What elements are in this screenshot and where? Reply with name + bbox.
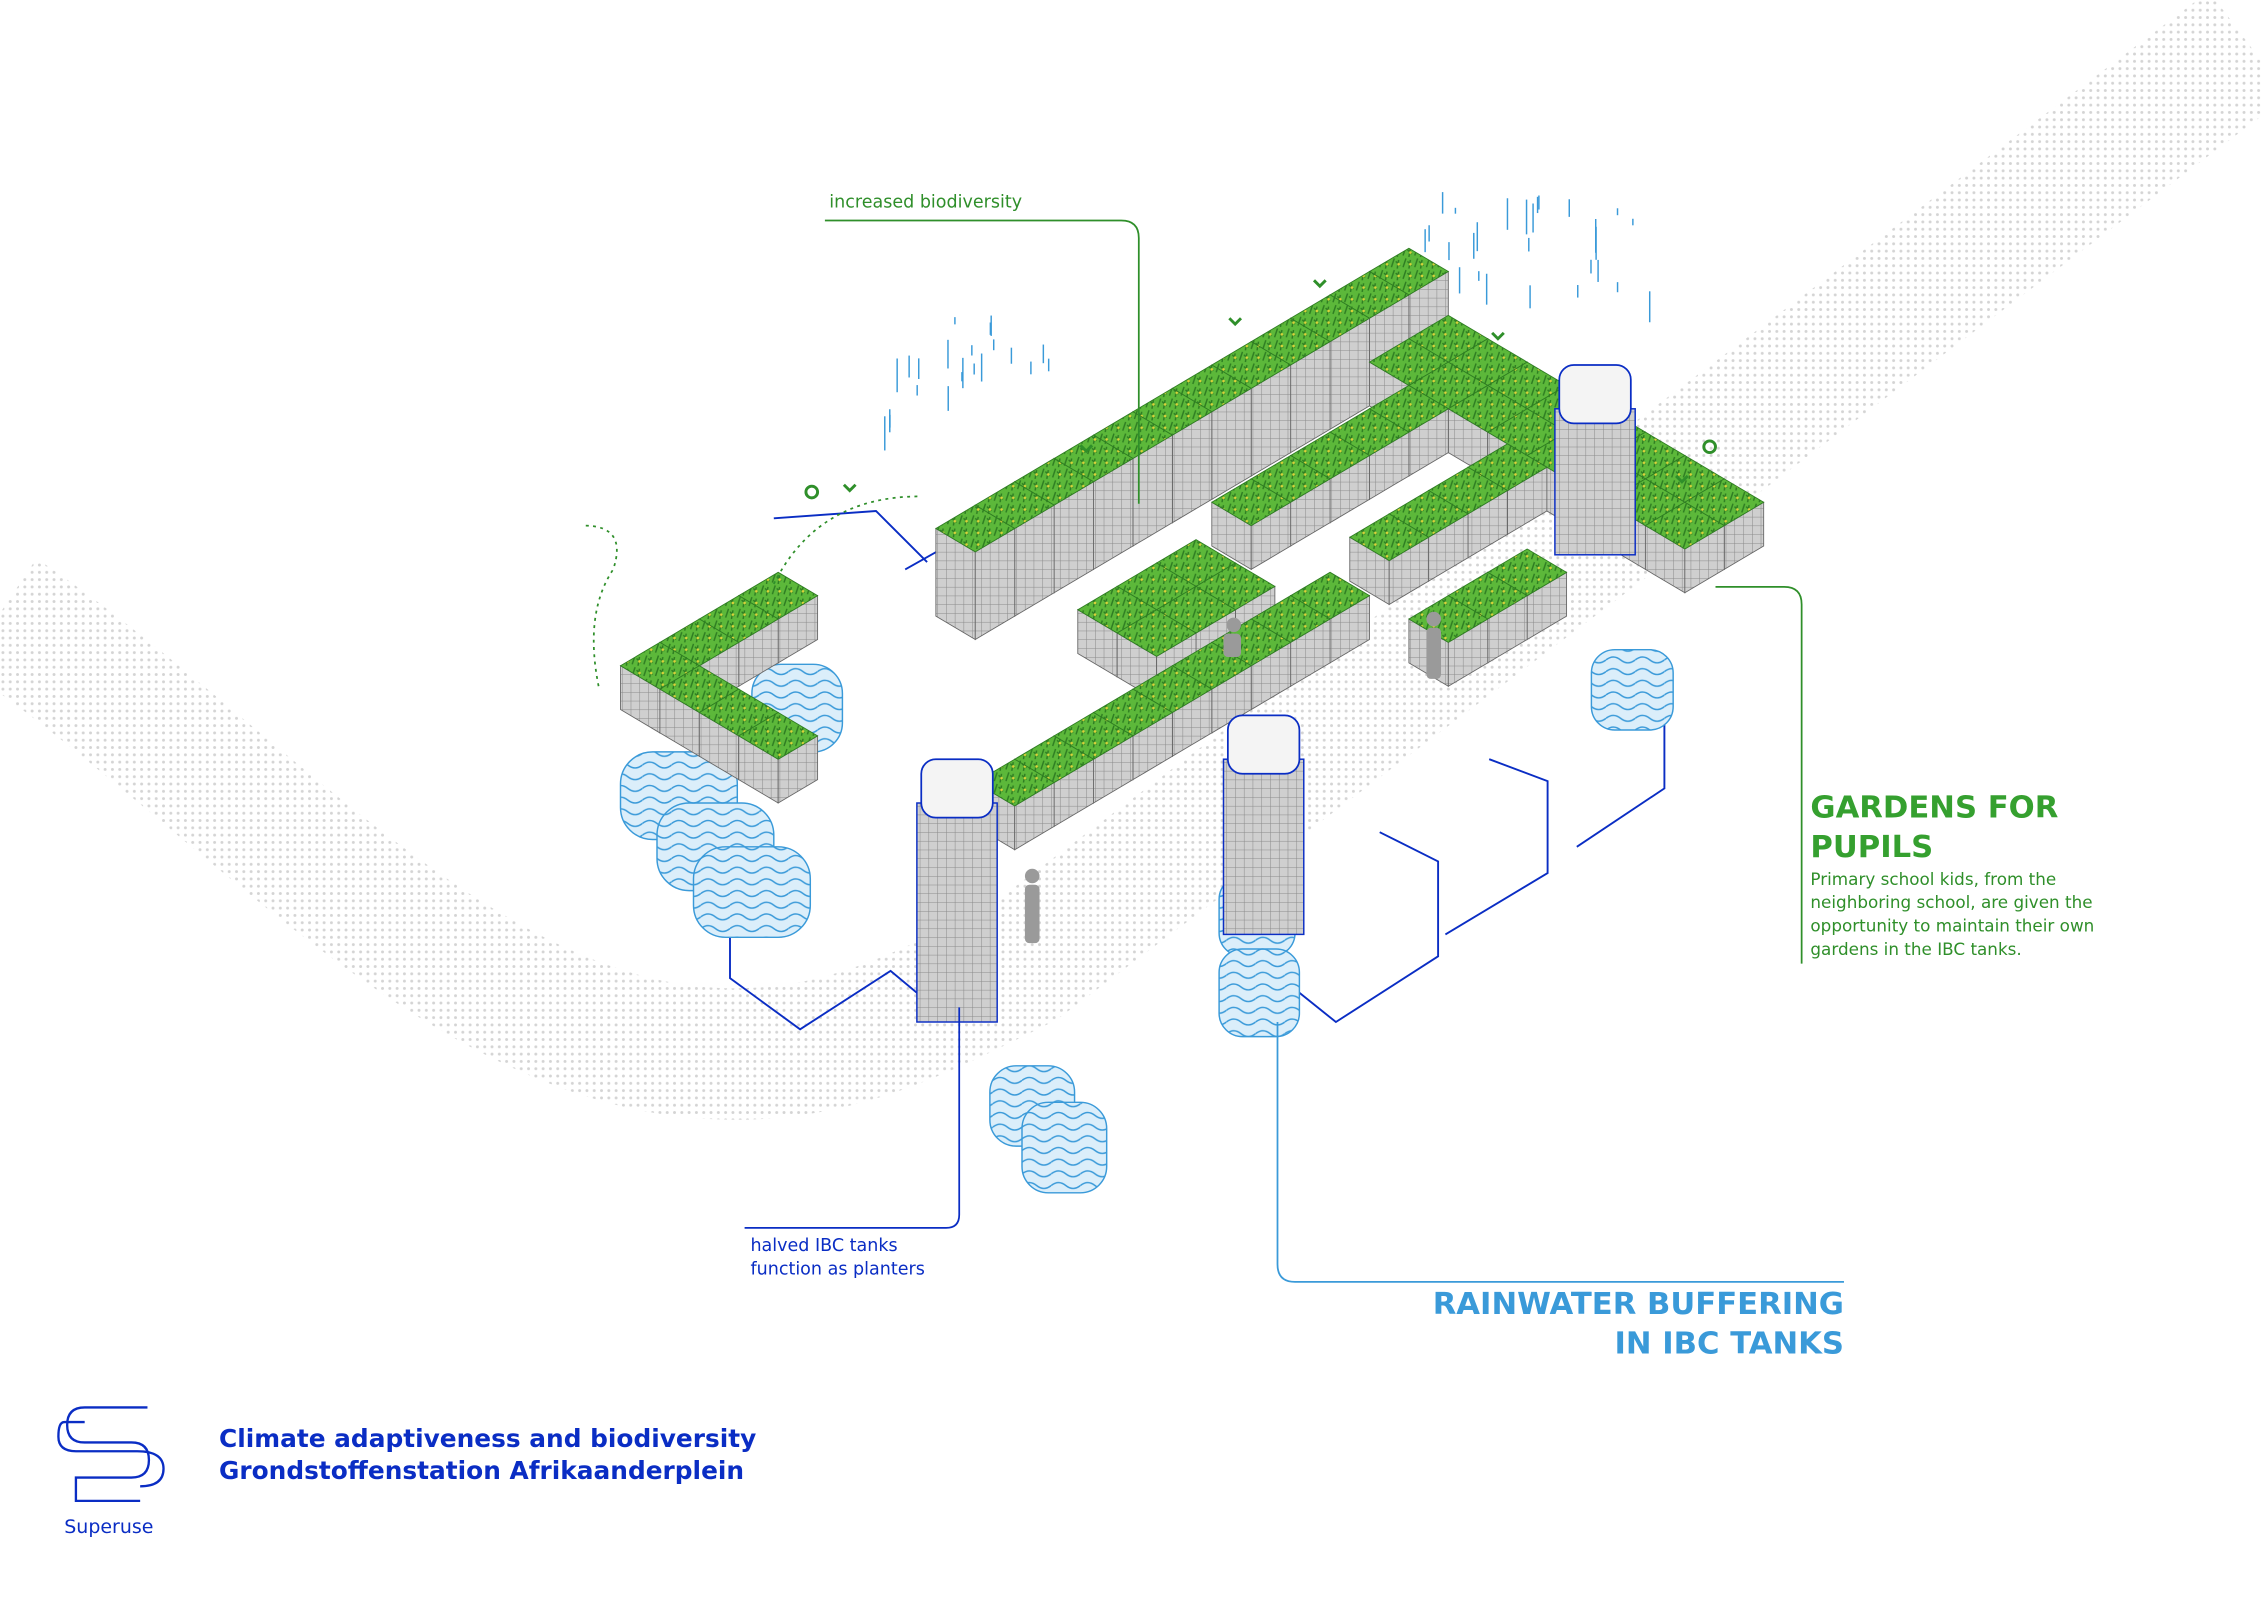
bird-icons — [804, 279, 1717, 500]
gardens-body-line1: Primary school kids, from the — [1810, 868, 2057, 890]
leader-rainwater — [1276, 1022, 1844, 1283]
leader-lines — [583, 219, 1844, 1283]
dotted-background-band — [0, 0, 2263, 1120]
ibc-tank-towers — [916, 364, 1636, 1023]
planters-line1: halved IBC tanks — [750, 1235, 898, 1256]
gardens-body-line2: neighboring school, are given the — [1810, 892, 2093, 913]
project-title-line2: Grondstoffenstation Afrikaanderplein — [219, 1457, 745, 1487]
project-title: Climate adaptiveness and biodiversity Gr… — [219, 1424, 756, 1488]
gardens-heading-line2: PUPILS — [1810, 829, 1934, 865]
gardens-heading-line1: GARDENS FOR — [1810, 789, 2059, 825]
gardens-body-line3: opportunity to maintain their own — [1810, 915, 2095, 936]
tank-tower — [916, 758, 998, 1023]
ibc-planter — [935, 504, 1016, 641]
leader-gardens — [1715, 586, 1803, 964]
ibc-planter — [1348, 513, 1430, 606]
ibc-planter — [1644, 501, 1726, 594]
gardens-body-line4: gardens in the IBC tanks. — [1810, 938, 2022, 960]
planters-line2: function as planters — [750, 1258, 925, 1279]
leader-biodiversity — [824, 219, 1140, 504]
leader-planters — [744, 1007, 961, 1229]
tank-tower — [1554, 364, 1636, 556]
superuse-logo-icon — [57, 1406, 165, 1503]
project-title-line1: Climate adaptiveness and biodiversity — [219, 1424, 757, 1455]
planters-annotation: halved IBC tanks function as planters — [750, 1234, 924, 1281]
label-increased-biodiversity: increased biodiversity — [829, 191, 1023, 212]
gardens-annotation: GARDENS FOR PUPILS Primary school kids, … — [1810, 788, 2094, 960]
ibc-planter — [1210, 478, 1292, 571]
rainwater-line2: IN IBC TANKS — [1614, 1325, 1844, 1361]
tank-tower — [1222, 714, 1305, 936]
ibc-planter — [737, 711, 819, 804]
rainwater-annotation: RAINWATER BUFFERING IN IBC TANKS — [1433, 1285, 1844, 1364]
rainwater-line1: RAINWATER BUFFERING — [1432, 1286, 1844, 1322]
bird-flight-path — [583, 495, 920, 687]
people — [1024, 611, 1442, 944]
rain-marks — [884, 192, 1651, 451]
brand-name: Superuse — [64, 1516, 154, 1539]
